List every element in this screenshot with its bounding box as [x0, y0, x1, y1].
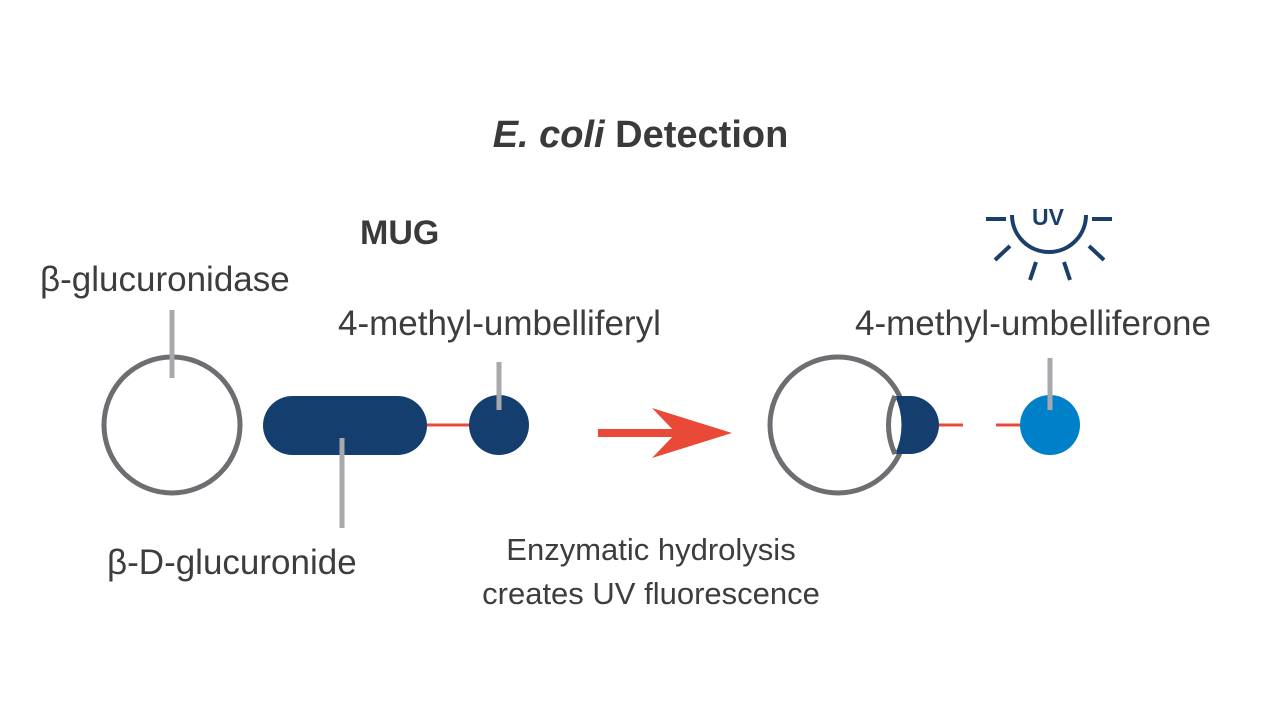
- enzyme-label: β-glucuronidase: [40, 260, 290, 299]
- glucuronide-label: β-D-glucuronide: [107, 543, 357, 582]
- product-enzyme-circle: [767, 354, 909, 496]
- caption-line-1: Enzymatic hydrolysis: [506, 532, 796, 567]
- umbelliferone-ball: [1020, 395, 1080, 455]
- bound-cap-outline: [886, 394, 898, 456]
- caption-line-2: creates UV fluorescence: [482, 576, 820, 611]
- umbelliferyl-label: 4-methyl-umbelliferyl: [338, 304, 661, 343]
- umbelliferyl-ball: [469, 395, 529, 455]
- uv-label: UV: [1032, 204, 1064, 230]
- sun-icon: [986, 214, 1112, 281]
- title-italic: E. coli: [492, 114, 605, 156]
- bound-glucuronide-cap: [895, 396, 939, 454]
- page-title: E. coli Detection: [0, 116, 1281, 154]
- glucuronide-pill: [263, 396, 427, 455]
- mug-label: MUG: [360, 214, 440, 252]
- umbelliferone-label: 4-methyl-umbelliferone: [855, 304, 1211, 343]
- reaction-caption: Enzymatic hydrolysis creates UV fluoresc…: [451, 528, 851, 616]
- right-arrow-icon: [598, 408, 732, 458]
- title-rest: Detection: [615, 114, 789, 156]
